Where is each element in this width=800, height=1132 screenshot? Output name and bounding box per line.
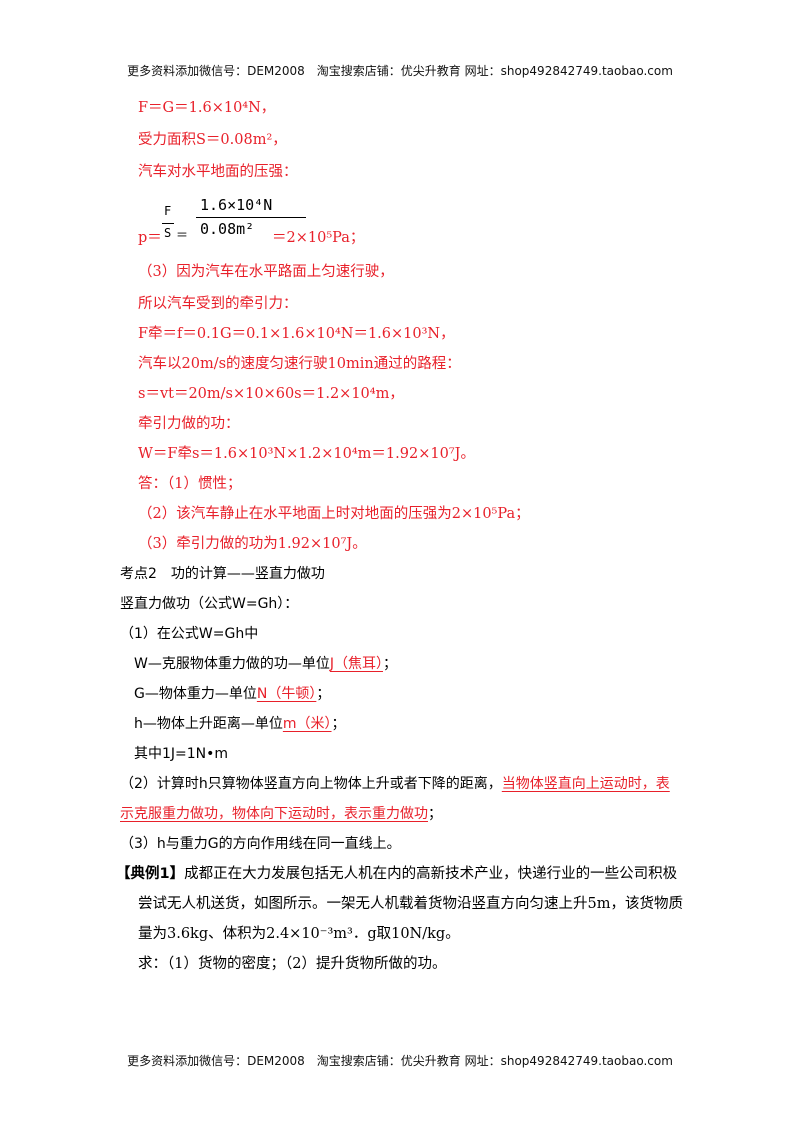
formula-small-numerator: F	[164, 204, 172, 218]
point-2-highlight-2: 示克服重力做功，物体向下运动时，表示重力做功	[120, 806, 428, 822]
section-point-2-cont: 示克服重力做功，物体向下运动时，表示重力做功；	[120, 804, 442, 824]
definition-g-unit: N（牛顿）	[256, 686, 317, 702]
solution-line-3: （3）因为汽车在水平路面上匀速行驶，	[138, 264, 394, 280]
formula-big-numerator: 1.6×10⁴N	[200, 196, 273, 214]
section-point-2: （2）计算时h只算物体竖直方向上物体上升或者下降的距离，当物体竖直向上运动时，表	[120, 774, 670, 794]
solution-line-distance: s＝vt＝20m/s×10×60s＝1.2×10⁴m，	[138, 386, 404, 402]
answer-line-2: （2）该汽车静止在水平地面上时对地面的压强为2×10⁵Pa；	[138, 506, 530, 522]
solution-line-force: F＝G＝1.6×10⁴N，	[138, 100, 276, 116]
formula-equals: ＝	[176, 228, 189, 242]
section-title: 考点2 功的计算——竖直力做功	[120, 566, 325, 582]
solution-line-traction: F牵＝f＝0.1G＝0.1×1.6×10⁴N＝1.6×10³N，	[138, 326, 455, 342]
definition-h-text: h—物体上升距离—单位	[134, 716, 283, 732]
example-label: 【典例1】	[116, 866, 185, 882]
formula-big-bar	[196, 217, 306, 218]
definition-h: h—物体上升距离—单位m（米）；	[134, 714, 346, 734]
solution-line-distance-label: 汽车以20m/s的速度匀速行驶10min通过的路程：	[138, 356, 461, 372]
example-question: 求：（1）货物的密度；（2）提升货物所做的功。	[138, 956, 447, 972]
definition-w-text: W—克服物体重力做的功—单位	[134, 656, 330, 672]
definition-g-text: G—物体重力—单位	[134, 686, 257, 702]
solution-line-work-label: 牵引力做的功：	[138, 416, 240, 432]
formula-small-denominator: S	[164, 226, 172, 240]
section-point-3: （3）h与重力G的方向作用线在同一直线上。	[120, 836, 401, 852]
solution-line-work: W＝F牵s＝1.6×10³N×1.2×10⁴m＝1.92×10⁷J。	[138, 446, 475, 462]
section-intro: 竖直力做功（公式W=Gh）：	[120, 596, 299, 612]
definition-w-unit: J（焦耳）	[329, 656, 383, 672]
page-header: 更多资料添加微信号：DEM2008 淘宝搜索店铺：优尖升教育 网址：shop49…	[127, 64, 673, 78]
point-2-end: ；	[428, 806, 442, 822]
answer-line-1: 答：（1）惯性；	[138, 476, 242, 492]
formula-p-prefix: p＝	[138, 230, 162, 246]
section-point-1: （1）在公式W=Gh中	[120, 626, 259, 642]
page-footer: 更多资料添加微信号：DEM2008 淘宝搜索店铺：优尖升教育 网址：shop49…	[127, 1054, 673, 1068]
solution-line-traction-label: 所以汽车受到的牵引力：	[138, 296, 298, 312]
definition-h-unit: m（米）	[282, 716, 332, 732]
definition-g: G—物体重力—单位N（牛顿）；	[134, 684, 330, 704]
definition-h-end: ；	[331, 716, 346, 732]
point-2-highlight-1: 当物体竖直向上运动时，表	[501, 776, 670, 792]
unit-relation: 其中1J=1N•m	[134, 746, 229, 762]
formula-result: ＝2×10⁵Pa；	[272, 230, 365, 246]
formula-small-bar	[162, 223, 174, 224]
answer-line-3: （3）牵引力做的功为1.92×10⁷J。	[138, 536, 367, 552]
example-line-1: 【典例1】成都正在大力发展包括无人机在内的高新技术产业，快递行业的一些公司积极	[116, 864, 677, 884]
definition-g-end: ；	[316, 686, 331, 702]
solution-line-area: 受力面积S＝0.08m²，	[138, 132, 287, 148]
definition-w: W—克服物体重力做的功—单位J（焦耳）；	[134, 654, 397, 674]
solution-line-pressure-label: 汽车对水平地面的压强：	[138, 164, 298, 180]
pressure-formula: p＝ F S ＝ 1.6×10⁴N 0.08m² ＝2×10⁵Pa；	[138, 196, 438, 248]
example-line-3: 量为3.6kg、体积为2.4×10⁻³m³．g取10N/kg。	[138, 926, 460, 942]
example-text-1: 成都正在大力发展包括无人机在内的高新技术产业，快递行业的一些公司积极	[184, 866, 678, 882]
formula-big-denominator: 0.08m²	[200, 220, 255, 238]
example-line-2: 尝试无人机送货，如图所示。一架无人机载着货物沿竖直方向匀速上升5m，该货物质	[138, 896, 683, 912]
point-2-text: （2）计算时h只算物体竖直方向上物体上升或者下降的距离，	[120, 776, 502, 792]
definition-w-end: ；	[382, 656, 397, 672]
